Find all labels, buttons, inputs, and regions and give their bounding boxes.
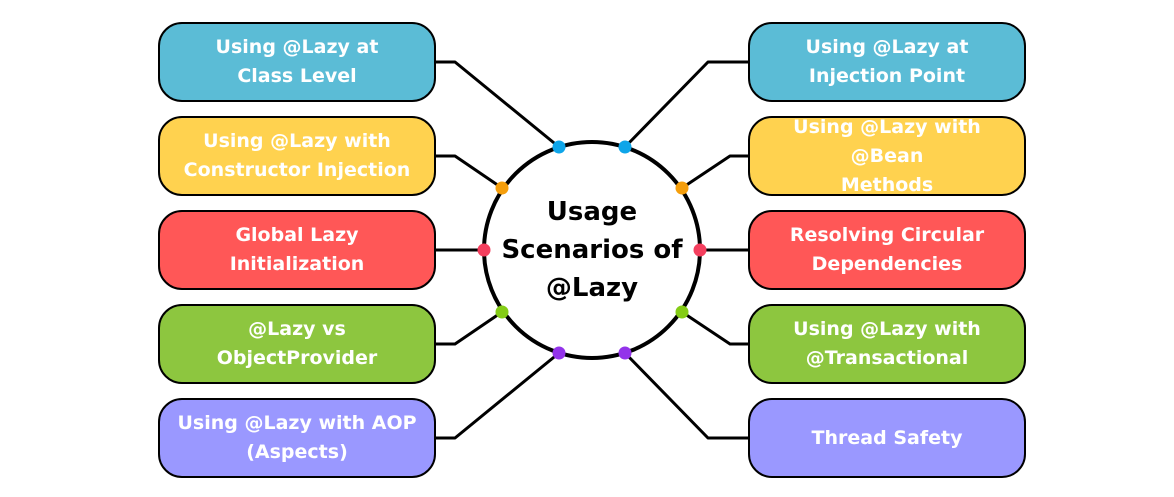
left-connector-dot [552, 140, 566, 154]
right-connector-dot [693, 243, 707, 257]
right-box-bean-methods: Using @Lazy with @Bean Methods [748, 116, 1026, 196]
left-box-aop-aspects: Using @Lazy with AOP (Aspects) [158, 398, 436, 478]
left-connector-dot [495, 305, 509, 319]
left-connector-dot [477, 243, 491, 257]
right-box-injection-point: Using @Lazy at Injection Point [748, 22, 1026, 102]
right-connector-line [623, 351, 748, 440]
left-connector-dot [495, 181, 509, 195]
left-connector-line [436, 310, 503, 346]
right-connector-dot [618, 140, 632, 154]
left-box-class-level: Using @Lazy at Class Level [158, 22, 436, 102]
left-box-global-lazy-initialization: Global Lazy Initialization [158, 210, 436, 290]
left-box-lazy-vs-objectprovider: @Lazy vs ObjectProvider [158, 304, 436, 384]
right-box-transactional: Using @Lazy with @Transactional [748, 304, 1026, 384]
right-connector-line [681, 154, 748, 190]
right-box-circular-dependencies: Resolving Circular Dependencies [748, 210, 1026, 290]
right-box-thread-safety: Thread Safety [748, 398, 1026, 478]
right-connector-dot [618, 346, 632, 360]
left-connector-dot [552, 346, 566, 360]
right-connector-line [623, 60, 748, 149]
right-connector-dot [675, 181, 689, 195]
left-connector-line [436, 154, 503, 190]
left-box-constructor-injection: Using @Lazy with Constructor Injection [158, 116, 436, 196]
right-connector-line [681, 310, 748, 346]
left-connector-line [436, 351, 560, 440]
right-connector-dot [675, 305, 689, 319]
center-title: Usage Scenarios of @Lazy [501, 197, 683, 303]
left-connector-line [436, 60, 560, 149]
